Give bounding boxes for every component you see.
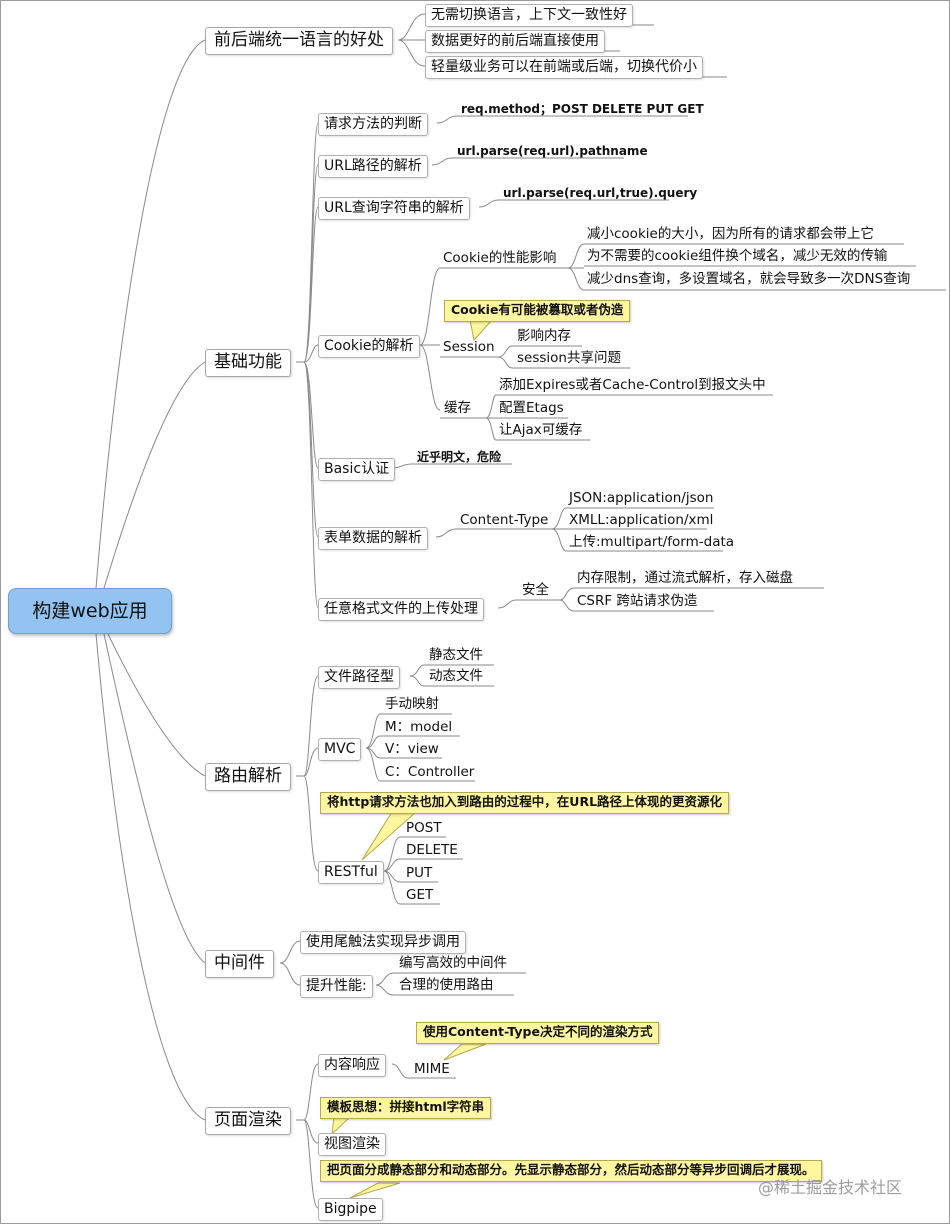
node-mvc[interactable]: MVC: [318, 738, 362, 761]
performance-item: 编写高效的中间件: [399, 955, 507, 971]
node-cookie-perf[interactable]: Cookie的性能影响: [443, 250, 557, 266]
mvc-item: V：view: [385, 741, 439, 757]
node-file-path[interactable]: 文件路径型: [318, 666, 400, 689]
mvc-item: C：Controller: [385, 764, 475, 780]
filepath-item: 动态文件: [429, 668, 483, 684]
mvc-item: 手动映射: [385, 696, 439, 712]
mime-item: MIME: [414, 1061, 450, 1077]
watermark: @稀土掘金技术社区: [758, 1178, 903, 1197]
node-bigpipe[interactable]: Bigpipe: [318, 1198, 383, 1221]
node-file-upload[interactable]: 任意格式文件的上传处理: [318, 598, 484, 621]
http-method-item: POST: [406, 820, 442, 836]
http-method-item: DELETE: [406, 842, 458, 858]
cookie-perf-item: 为不需要的cookie组件换个域名，减少无效的传输: [587, 248, 888, 264]
cache-item: 添加Expires或者Cache-Control到报文头中: [499, 377, 766, 393]
branch-routing[interactable]: 路由解析: [205, 763, 291, 791]
node-performance[interactable]: 提升性能:: [300, 975, 373, 998]
note-cookie-forgery: Cookie有可能被篡取或者伪造: [444, 300, 631, 322]
note-restful: 将http请求方法也加入到路由的过程中，在URL路径上体现的更资源化: [320, 792, 730, 814]
node-form-parse[interactable]: 表单数据的解析: [318, 527, 428, 550]
node-security[interactable]: 安全: [522, 582, 549, 598]
branch-unified-language[interactable]: 前后端统一语言的好处: [205, 27, 393, 55]
detail-url-pathname: url.parse(req.url).pathname: [457, 144, 648, 158]
content-type-item: XMLL:application/xml: [569, 512, 714, 528]
node-tail-call[interactable]: 使用尾触法实现异步调用: [300, 931, 466, 954]
cookie-perf-item: 减小cookie的大小，因为所有的请求都会带上它: [587, 226, 874, 242]
node-view-render[interactable]: 视图渲染: [318, 1133, 386, 1156]
node-basic-auth[interactable]: Basic认证: [318, 458, 396, 481]
benefit-item[interactable]: 无需切换语言，上下文一致性好: [425, 4, 633, 27]
node-cookie-parse[interactable]: Cookie的解析: [318, 335, 420, 358]
note-content-type: 使用Content-Type决定不同的渲染方式: [416, 1022, 660, 1044]
benefit-item[interactable]: 轻量级业务可以在前端或后端，切换代价小: [425, 56, 703, 79]
benefit-item[interactable]: 数据更好的前后端直接使用: [425, 30, 605, 53]
branch-basic-features[interactable]: 基础功能: [205, 349, 291, 377]
node-restful[interactable]: RESTful: [318, 861, 384, 884]
filepath-item: 静态文件: [429, 647, 483, 663]
detail-url-query: url.parse(req.url,true).query: [503, 186, 698, 200]
node-session[interactable]: Session: [443, 339, 495, 355]
security-item: 内存限制，通过流式解析，存入磁盘: [577, 570, 793, 586]
root-label: 构建web应用: [32, 599, 148, 622]
cache-item: 配置Etags: [499, 400, 564, 416]
node-url-path[interactable]: URL路径的解析: [318, 155, 428, 178]
mvc-item: M：model: [385, 719, 453, 735]
node-content-type[interactable]: Content-Type: [460, 512, 549, 528]
detail-basic-auth: 近乎明文，危险: [417, 450, 502, 464]
note-bigpipe: 把页面分成静态部分和动态部分。先显示静态部分，然后动态部分等异步回调后才展现。: [320, 1160, 822, 1182]
session-item: session共享问题: [517, 350, 621, 366]
http-method-item: PUT: [406, 865, 433, 881]
note-template: 模板思想：拼接html字符串: [320, 1097, 492, 1119]
node-cache[interactable]: 缓存: [444, 400, 471, 416]
detail-req-method: req.method；POST DELETE PUT GET: [461, 102, 704, 116]
cache-item: 让Ajax可缓存: [499, 422, 583, 438]
content-type-item: 上传:multipart/form-data: [569, 534, 735, 550]
http-method-item: GET: [406, 887, 434, 903]
node-content-response[interactable]: 内容响应: [318, 1054, 386, 1077]
content-type-item: JSON:application/json: [569, 490, 714, 506]
performance-item: 合理的使用路由: [399, 977, 494, 993]
security-item: CSRF 跨站请求伪造: [577, 593, 698, 609]
node-request-method[interactable]: 请求方法的判断: [318, 113, 428, 136]
root-node[interactable]: 构建web应用: [8, 588, 172, 634]
branch-middleware[interactable]: 中间件: [205, 950, 274, 978]
branch-page-render[interactable]: 页面渲染: [205, 1107, 291, 1135]
node-url-query[interactable]: URL查询字符串的解析: [318, 197, 470, 220]
session-item: 影响内存: [517, 328, 571, 344]
cookie-perf-item: 减少dns查询，多设置域名，就会导致多一次DNS查询: [587, 271, 911, 287]
